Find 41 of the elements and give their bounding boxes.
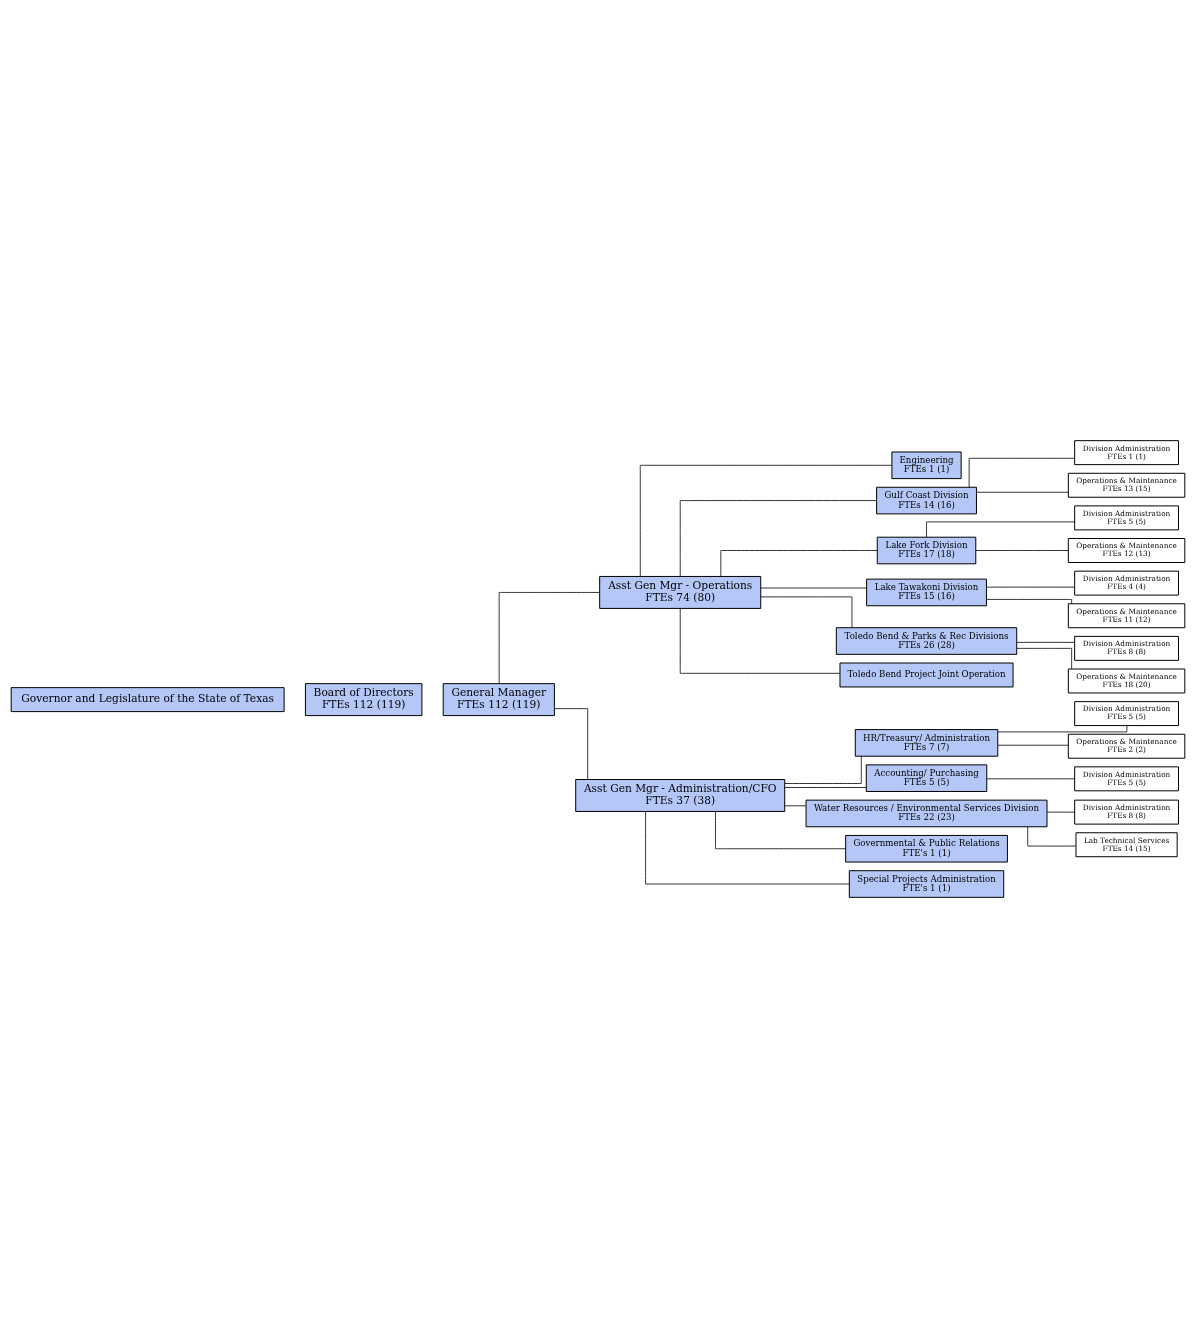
connector xyxy=(498,591,600,684)
node-box: Engineering FTEs 1 (1) xyxy=(891,451,962,479)
node-box: Lake Fork Division FTEs 17 (18) xyxy=(876,536,977,564)
connector xyxy=(760,596,853,628)
node-box: Asst Gen Mgr - Administration/CFO FTEs 37 (38) xyxy=(575,778,786,812)
node-box: Asst Gen Mgr - Operations FTEs 74 (80) xyxy=(599,575,762,609)
connector xyxy=(997,744,1069,746)
connector xyxy=(645,810,850,884)
connector xyxy=(1016,647,1073,669)
connector xyxy=(1016,641,1075,643)
connector xyxy=(997,724,1128,732)
connector xyxy=(639,464,893,577)
connector xyxy=(1027,826,1077,846)
connector xyxy=(554,707,589,780)
node-box: Water Resources / Environmental Services Division FTEs 22 (23) xyxy=(805,799,1048,827)
node-box: Special Projects Administration FTE's 1 (1) xyxy=(848,869,1005,898)
connector xyxy=(784,804,807,806)
connector xyxy=(1046,811,1075,813)
node-box: General Manager FTEs 112 (119) xyxy=(442,682,555,716)
connector xyxy=(968,457,1075,488)
connector xyxy=(975,549,1069,551)
connector xyxy=(715,810,846,849)
connector xyxy=(679,607,841,674)
node-box: Governmental & Public Relations FTE's 1 (1) xyxy=(845,834,1008,863)
connector xyxy=(986,586,1075,587)
node-box: HR/Treasury/ Administration FTEs 7 (7) xyxy=(854,728,999,757)
connector xyxy=(720,549,878,577)
connector xyxy=(784,755,862,784)
connector xyxy=(986,777,1075,779)
connector xyxy=(784,786,867,788)
node-box: Board of Directors FTEs 112 (119) xyxy=(304,682,423,716)
connector xyxy=(976,491,1069,493)
node-box: Lake Tawakoni Division FTEs 15 (16) xyxy=(866,578,987,606)
node-box: Toledo Bend Project Joint Operation xyxy=(839,662,1014,687)
connector xyxy=(760,587,867,588)
connector xyxy=(986,598,1073,604)
node-box: Accounting/ Purchasing FTEs 5 (5) xyxy=(865,763,988,792)
node-box: Gulf Coast Division FTEs 14 (16) xyxy=(876,486,977,514)
node-box: Governor and Legislature of the State of Texas xyxy=(10,686,285,712)
connector xyxy=(679,499,877,577)
node-box: Toledo Bend & Parks & Rec Divisions FTEs 26 (28) xyxy=(835,626,1018,655)
